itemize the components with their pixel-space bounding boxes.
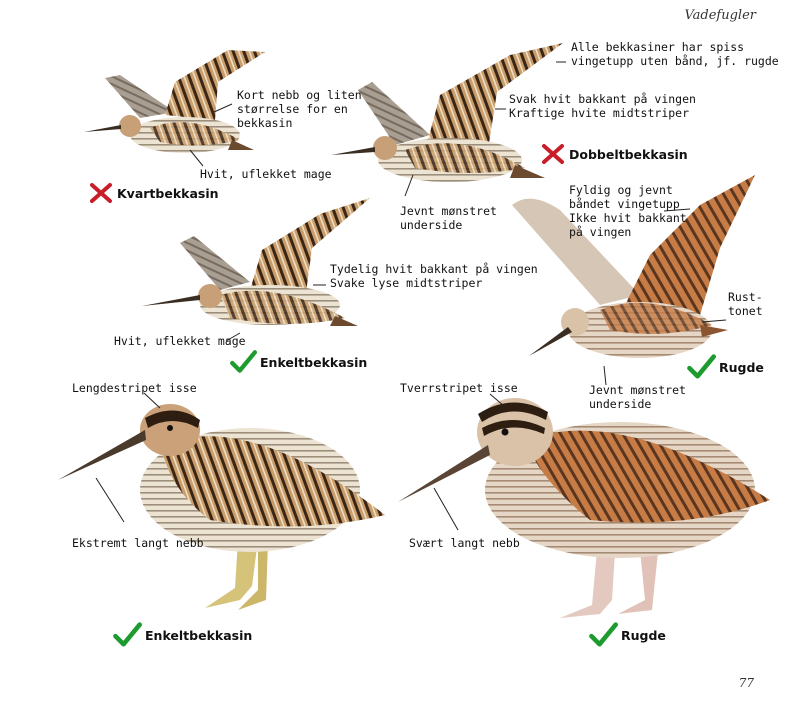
species-label-enkeltbekkasin-flight: Enkeltbekkasin [229, 348, 367, 376]
rugde-flight-illustration [512, 175, 755, 358]
species-label-dobbeltbekkasin: Dobbeltbekkasin [540, 142, 688, 166]
species-label-enkeltbekkasin-standing: Enkeltbekkasin [112, 620, 252, 650]
check-icon [230, 350, 257, 373]
species-label-rugde-standing: Rugde [588, 620, 666, 650]
species-label-rugde-flight: Rugde [686, 352, 764, 382]
check-icon [687, 354, 716, 379]
page-number: 77 [738, 676, 754, 690]
annotation-dobbelt-wing: Svak hvit bakkant på vingen Kraftige hvi… [509, 92, 696, 120]
cross-icon [90, 183, 112, 203]
leader-lines [95, 61, 727, 531]
cross-icon [542, 144, 564, 164]
annotation-kvart-belly: Hvit, uflekket mage [200, 167, 332, 181]
check-icon [113, 622, 142, 647]
rugde-standing-illustration [398, 398, 770, 618]
annotation-enkelt-belly: Hvit, uflekket mage [114, 334, 246, 348]
enkeltbekkasin-flight-illustration [142, 198, 370, 326]
annotation-rugde-under: Jevnt mønstret underside [589, 383, 686, 411]
species-label-kvartbekkasin: Kvartbekkasin [88, 181, 219, 205]
annotation-rugde-rust: Rust- tonet [728, 290, 763, 318]
annotation-enkelt-wing: Tydelig hvit bakkant på vingen Svake lys… [330, 262, 538, 290]
check-icon [589, 622, 618, 647]
annotation-rugde-crown: Tverrstripet isse [400, 381, 518, 395]
annotation-dobbelt-under: Jevnt mønstret underside [400, 204, 497, 232]
enkeltbekkasin-standing-illustration [58, 404, 385, 610]
annotation-rugde-wingtip: Fyldig og jevnt båndet vingetupp Ikke hv… [569, 183, 687, 239]
annotation-enkelt-bill: Ekstremt langt nebb [72, 536, 204, 550]
annotation-enkelt-crown: Lengdestripet isse [72, 381, 197, 395]
annotation-dobbelt-tip: Alle bekkasiner har spiss vingetupp uten… [571, 40, 779, 68]
dobbeltbekkasin-flight-illustration [331, 43, 563, 182]
section-header: Vadefugler [684, 8, 756, 23]
annotation-rugde-bill: Svært langt nebb [409, 536, 520, 550]
kvartbekkasin-flight-illustration [84, 50, 265, 153]
annotation-kvart-bill: Kort nebb og liten størrelse for en bekk… [237, 88, 362, 130]
